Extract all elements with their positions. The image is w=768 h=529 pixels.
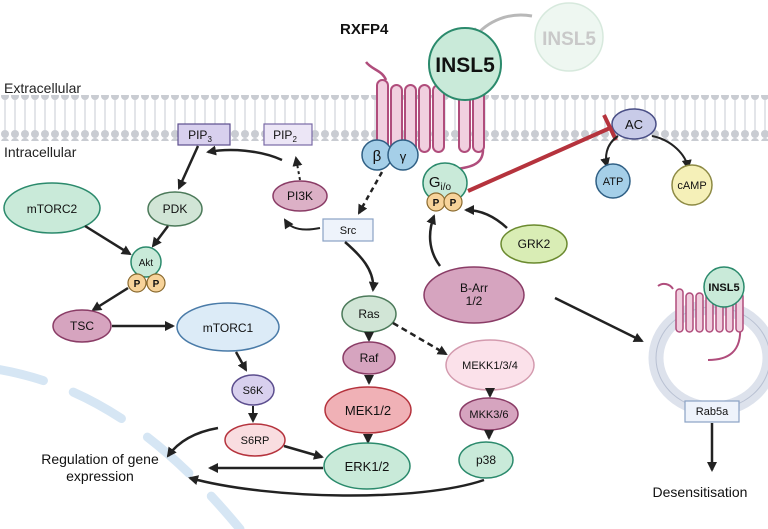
erk12-node: ERK1/2	[323, 442, 411, 490]
pip3-label: PIP3	[188, 128, 212, 144]
s6rp-node: S6RP	[224, 423, 286, 457]
mtorc1-label: mTORC1	[203, 321, 254, 335]
akt-phospho-2: P	[146, 273, 166, 293]
arrow-akt-to-tsc	[91, 286, 129, 312]
s6k-label: S6K	[243, 385, 264, 397]
ac-label: AC	[625, 117, 643, 132]
s6rp-label: S6RP	[241, 435, 270, 447]
ac-node: AC	[611, 108, 657, 140]
mtorc2-node: mTORC2	[3, 182, 101, 234]
g-beta-subunit: β	[361, 139, 393, 171]
arrow-atp-to-camp	[651, 135, 692, 170]
rab5a-label: Rab5a	[696, 406, 729, 418]
akt-phospho-1: P	[127, 273, 147, 293]
tsc-label: TSC	[70, 319, 94, 333]
arrow-pdk-to-akt	[151, 225, 169, 248]
mekk-label: MEKK1/3/4	[462, 360, 518, 372]
desensitisation-label: Desensitisation	[653, 484, 748, 500]
pip2-label: PIP2	[273, 128, 297, 144]
insl5-ligand-label: INSL5	[435, 54, 495, 77]
akt-phospho-1-label: P	[134, 279, 141, 290]
pip3-node: PIP3	[177, 123, 231, 146]
akt-node: Akt	[130, 246, 162, 278]
pdk-node: PDK	[147, 191, 203, 227]
receptor-title: RXFP4	[340, 21, 389, 38]
pi3k-node: PI3K	[272, 180, 328, 212]
camp-node: cAMP	[671, 164, 713, 206]
p38-node: p38	[458, 441, 514, 479]
camp-label: cAMP	[677, 180, 706, 192]
barr-label-line2: 1/2	[466, 294, 483, 308]
arrow-mtorc2-to-akt	[84, 224, 132, 256]
intracellular-label: Intracellular	[4, 144, 77, 160]
g-gamma-subunit: γ	[387, 139, 419, 171]
arrow-gbg-to-src	[357, 171, 384, 215]
arrow-pip3-to-pdk	[177, 145, 200, 190]
arrow-s6rp-to-gene	[166, 426, 219, 458]
arrow-pi3k-to-pip2	[292, 156, 303, 181]
mkk36-label: MKK3/6	[469, 409, 508, 421]
arrow-grk2-to-gio	[464, 205, 508, 229]
gene-regulation-line1: Regulation of gene	[41, 451, 159, 467]
ligand-faded: INSL5	[534, 2, 604, 72]
endosome-insl5: INSL5	[703, 266, 745, 308]
akt-phospho-2-label: P	[153, 279, 160, 290]
akt-label: Akt	[139, 258, 154, 269]
g-io-label: Gi/o	[429, 174, 452, 193]
arrow-s6rp-to-erk	[283, 444, 324, 460]
rxfp4-receptor	[365, 61, 485, 172]
endosome-insl5-label: INSL5	[708, 282, 739, 294]
arrow-ac-to-atp	[600, 135, 619, 168]
mtorc1-node: mTORC1	[176, 302, 280, 352]
g-io-phospho-2: P	[443, 192, 463, 212]
barr-label-line1: B-Arr	[460, 281, 488, 295]
g-gamma-label: γ	[400, 149, 407, 164]
src-label: Src	[340, 225, 357, 237]
mek12-node: MEK1/2	[324, 386, 412, 434]
raf-label: Raf	[360, 351, 379, 365]
ras-label: Ras	[358, 307, 379, 321]
g-beta-label: β	[373, 148, 382, 165]
ligand-faded-label: INSL5	[542, 29, 596, 50]
erk12-label: ERK1/2	[345, 459, 390, 474]
rab5a-node: Rab5a	[684, 400, 740, 423]
atp-label: ATP	[603, 176, 624, 188]
pi3k-label: PI3K	[287, 189, 313, 203]
mkk36-node: MKK3/6	[459, 397, 519, 431]
s6k-node: S6K	[231, 374, 275, 406]
ras-node: Ras	[341, 295, 397, 333]
mtorc2-label: mTORC2	[27, 202, 78, 216]
pdk-label: PDK	[163, 202, 188, 216]
mekk-node: MEKK1/3/4	[445, 339, 535, 391]
g-io-phospho-1-label: P	[433, 198, 440, 209]
grk2-label: GRK2	[518, 237, 551, 251]
src-node: Src	[322, 218, 374, 242]
arrow-mtorc1-to-s6k	[234, 351, 248, 372]
raf-node: Raf	[342, 341, 396, 375]
g-io-phospho-2-label: P	[450, 198, 457, 209]
arrow-src-to-ras	[344, 241, 379, 292]
atp-node: ATP	[595, 163, 631, 199]
arrow-barr-to-endosome	[554, 296, 644, 343]
gene-regulation-line2: expression	[66, 468, 134, 484]
arrow-p38-to-gene	[188, 475, 485, 497]
p38-label: p38	[476, 453, 496, 467]
extracellular-label: Extracellular	[4, 80, 81, 96]
grk2-node: GRK2	[500, 224, 568, 264]
tsc-node: TSC	[52, 309, 112, 343]
pip2-node: PIP2	[263, 123, 313, 146]
arrow-ras-to-mekk	[392, 321, 448, 356]
g-io-phospho-1: P	[426, 192, 446, 212]
inhibition-gio-to-ac	[467, 114, 618, 193]
arrow-pip2-to-pip3	[206, 145, 283, 162]
mek12-label: MEK1/2	[345, 403, 391, 418]
insl5-ligand: INSL5	[428, 27, 502, 101]
arrow-barr-to-gio	[426, 214, 442, 267]
nucleus-membrane-arc	[0, 365, 245, 529]
arrow-src-to-pi3k	[283, 218, 321, 231]
